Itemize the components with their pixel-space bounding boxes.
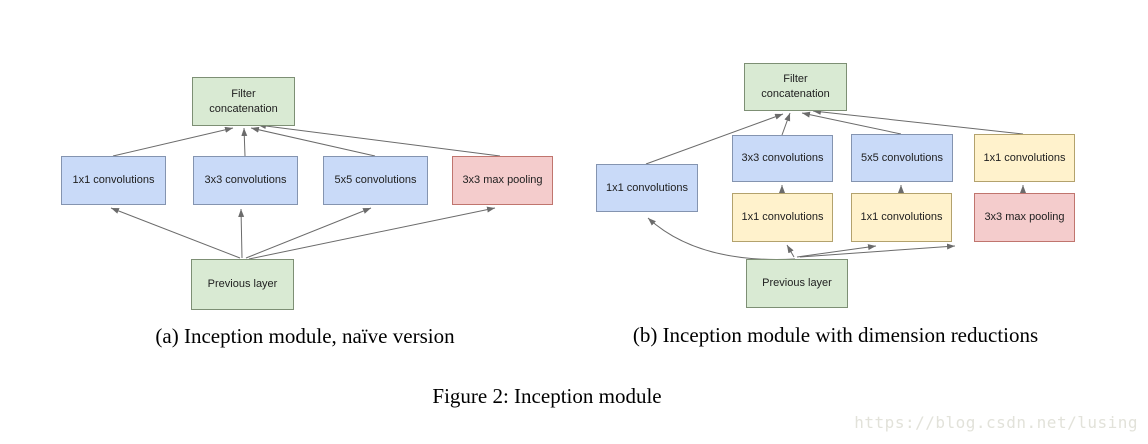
arrow	[257, 123, 501, 157]
node-previous-layer-b: Previous layer	[746, 259, 848, 308]
arrow	[250, 126, 376, 157]
arrow	[796, 244, 877, 258]
node-conv-1x1-reduce-5x5-b: 1x1 convolutions	[851, 193, 952, 242]
node-conv-1x1-a: 1x1 convolutions	[61, 156, 166, 205]
arrow	[786, 244, 795, 258]
arrow	[781, 112, 791, 136]
node-conv-5x5-a: 5x5 convolutions	[323, 156, 428, 205]
subcaption-a: (a) Inception module, naïve version	[155, 324, 455, 348]
arrow	[799, 243, 956, 258]
node-max-pool-a: 3x3 max pooling	[452, 156, 553, 205]
node-max-pool-b: 3x3 max pooling	[974, 193, 1075, 242]
arrow	[110, 207, 241, 259]
arrow	[248, 206, 496, 260]
arrow	[241, 127, 248, 157]
arrow	[801, 111, 902, 135]
node-conv-1x1-reduce-3x3-b: 1x1 convolutions	[732, 193, 833, 242]
figure-caption: Figure 2: Inception module	[432, 384, 662, 408]
node-conv-5x5-b: 5x5 convolutions	[851, 134, 953, 182]
node-conv-1x1-after-pool-b: 1x1 convolutions	[974, 134, 1075, 182]
arrow	[812, 108, 1024, 135]
node-conv-3x3-a: 3x3 convolutions	[193, 156, 298, 205]
node-filter-concatenation-b: Filter concatenation	[744, 63, 847, 111]
arrow	[238, 208, 245, 259]
arrow	[112, 126, 234, 157]
subcaption-b: (b) Inception module with dimension redu…	[632, 323, 1039, 347]
arrow	[245, 207, 372, 259]
node-conv-1x1-direct-b: 1x1 convolutions	[596, 164, 698, 212]
node-conv-3x3-b: 3x3 convolutions	[732, 135, 833, 182]
node-previous-layer-a: Previous layer	[191, 259, 294, 310]
watermark-url: https://blog.csdn.net/lusing	[854, 413, 1138, 432]
node-filter-concatenation-a: Filter concatenation	[192, 77, 295, 126]
